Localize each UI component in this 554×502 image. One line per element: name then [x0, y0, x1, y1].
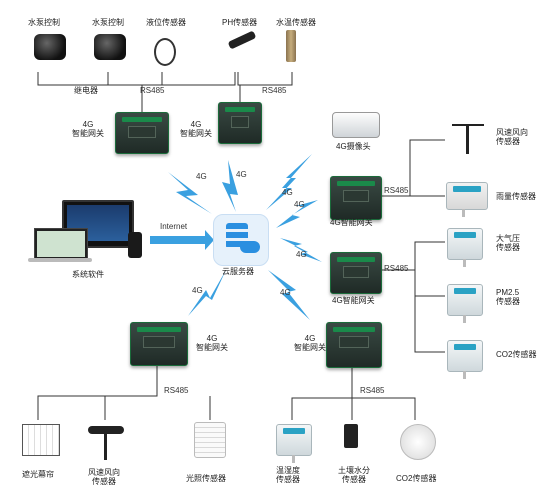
- shade-curtain-label: 遮光幕帘: [22, 470, 54, 479]
- software-label: 系统软件: [72, 270, 104, 279]
- wind-sensor-label: 风速风向 传感器: [496, 128, 528, 146]
- gateway-right-1-label: 4G智能网关: [330, 218, 373, 227]
- rs485-label-bottom-left: RS485: [164, 386, 189, 395]
- gateway-top-left: [115, 112, 169, 154]
- pressure-sensor-label: 大气压 传感器: [496, 234, 520, 252]
- cloud-server-label: 云服务器: [222, 267, 254, 276]
- light-sensor-label: 光照传感器: [186, 474, 226, 483]
- water-temp-sensor-icon: [286, 30, 296, 62]
- co2-sensor-right-label: CO2传感器: [496, 350, 537, 359]
- wind-sensor-bottom-label: 风速风向 传感器: [88, 468, 120, 486]
- gateway-bottom-mid: [326, 322, 382, 368]
- temp-humidity-sensor-label: 温湿度 传感器: [276, 466, 300, 484]
- rs485-label-right-top: RS485: [384, 186, 409, 195]
- pump-control-label-2: 水泵控制: [92, 18, 124, 27]
- rain-sensor-label: 雨量传感器: [496, 192, 536, 201]
- link-4g-label-5: 4G: [296, 250, 307, 259]
- co2-sensor-bottom-icon: [400, 424, 436, 460]
- rs485-label-bottom-right: RS485: [360, 386, 385, 395]
- gateway-right-1: [330, 176, 382, 220]
- gateway-top-mid: [218, 102, 262, 144]
- wind-sensor-bottom-icon: [86, 424, 126, 460]
- link-4g-label-3: 4G: [282, 188, 293, 197]
- wind-sensor-icon: [448, 122, 488, 156]
- link-4g-label-7: 4G: [280, 288, 291, 297]
- phone-icon: [128, 232, 142, 258]
- gateway-bottom-left: [130, 322, 188, 366]
- light-sensor-icon: [194, 422, 226, 458]
- gateway-bottom-mid-label: 4G 智能网关: [294, 334, 326, 352]
- gateway-top-mid-label: 4G 智能网关: [180, 120, 212, 138]
- laptop-icon: [34, 228, 88, 260]
- soil-moisture-sensor-icon: [344, 424, 358, 448]
- link-4g-label-1: 4G: [196, 172, 207, 181]
- gateway-bottom-left-label: 4G 智能网关: [196, 334, 228, 352]
- pump-control-label-1: 水泵控制: [28, 18, 60, 27]
- link-4g-label-4: 4G: [294, 200, 305, 209]
- water-temp-sensor-label: 水温传感器: [276, 18, 316, 27]
- camera-icon: [332, 112, 380, 138]
- co2-sensor-bottom-label: CO2传感器: [396, 474, 437, 483]
- rs485-label-top-mid: RS485: [262, 86, 287, 95]
- pm25-sensor-label: PM2.5 传感器: [496, 288, 520, 306]
- gateway-top-left-label: 4G 智能网关: [72, 120, 104, 138]
- temp-humidity-sensor-icon: [276, 424, 312, 463]
- level-sensor-icon: [154, 38, 176, 66]
- pump-control-device-1: [34, 34, 66, 60]
- gateway-right-2-label: 4G智能网关: [332, 296, 375, 305]
- soil-moisture-sensor-label: 土壤水分 传感器: [338, 466, 370, 484]
- ph-sensor-label: PH传感器: [222, 18, 258, 27]
- link-4g-label-6: 4G: [192, 286, 203, 295]
- pump-control-device-2: [94, 34, 126, 60]
- pm25-sensor-icon: [447, 284, 483, 323]
- relay-label: 继电器: [74, 86, 98, 95]
- link-4g-label-2: 4G: [236, 170, 247, 179]
- cloud-server-icon: [213, 214, 269, 266]
- co2-sensor-right-icon: [447, 340, 483, 379]
- level-sensor-label: 液位传感器: [146, 18, 186, 27]
- rain-sensor-icon: [446, 182, 488, 217]
- rs485-label-right-mid: RS485: [384, 264, 409, 273]
- gateway-right-2: [330, 252, 382, 294]
- laptop-base-icon: [28, 258, 92, 262]
- camera-label: 4G摄像头: [336, 142, 371, 151]
- shade-curtain-icon: [22, 424, 60, 456]
- rs485-label-top-left: RS485: [140, 86, 165, 95]
- internet-label: Internet: [160, 222, 188, 231]
- pressure-sensor-icon: [447, 228, 483, 267]
